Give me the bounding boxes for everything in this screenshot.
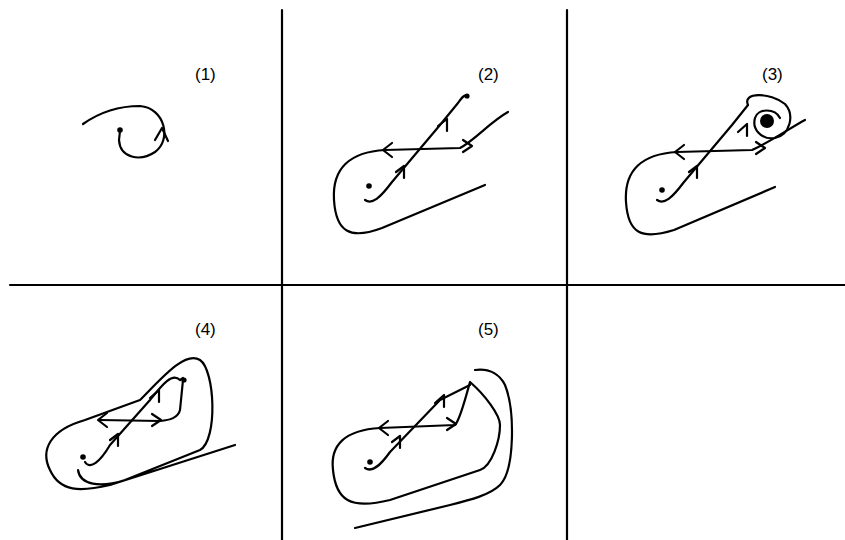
panel-number: (4) — [195, 320, 216, 340]
arrowhead — [738, 124, 747, 136]
point — [765, 119, 770, 124]
small-loop — [747, 95, 790, 138]
arrowhead — [155, 128, 168, 141]
point — [659, 187, 665, 193]
point — [117, 127, 123, 133]
arrowhead — [379, 421, 388, 435]
curve — [85, 378, 183, 466]
curve — [334, 112, 508, 233]
panel-divider — [281, 10, 283, 540]
panel-number: (1) — [195, 65, 216, 85]
curve — [355, 370, 512, 528]
panel-number: (3) — [762, 65, 783, 85]
arrowhead — [152, 414, 161, 426]
panel-divider — [566, 10, 568, 540]
panel-4-curve — [46, 358, 235, 489]
arrowhead — [383, 143, 392, 157]
curve — [46, 358, 235, 489]
curve — [83, 106, 164, 157]
point — [367, 459, 373, 465]
point — [80, 454, 86, 460]
arrowhead — [392, 436, 400, 448]
panel-number: (5) — [478, 320, 499, 340]
arrowhead — [447, 418, 456, 430]
arrowhead — [438, 119, 447, 131]
panel-2-curve — [334, 93, 508, 233]
arrowhead — [756, 142, 765, 154]
arrowhead — [396, 166, 404, 178]
arrowhead — [435, 395, 444, 407]
panel-divider — [10, 284, 845, 286]
panel-number: (2) — [478, 65, 499, 85]
panel-5-curve — [333, 370, 512, 528]
arrowhead — [689, 166, 697, 178]
curve — [100, 380, 183, 421]
small-circle — [760, 114, 774, 128]
point — [464, 93, 469, 98]
panel-1-curve — [83, 106, 168, 157]
arrowhead — [463, 140, 472, 152]
arrowhead — [110, 434, 118, 446]
panel-3-curve — [626, 95, 805, 234]
curve — [333, 382, 500, 504]
arrowhead — [675, 145, 684, 159]
arrowhead — [150, 390, 159, 402]
point — [366, 183, 372, 189]
